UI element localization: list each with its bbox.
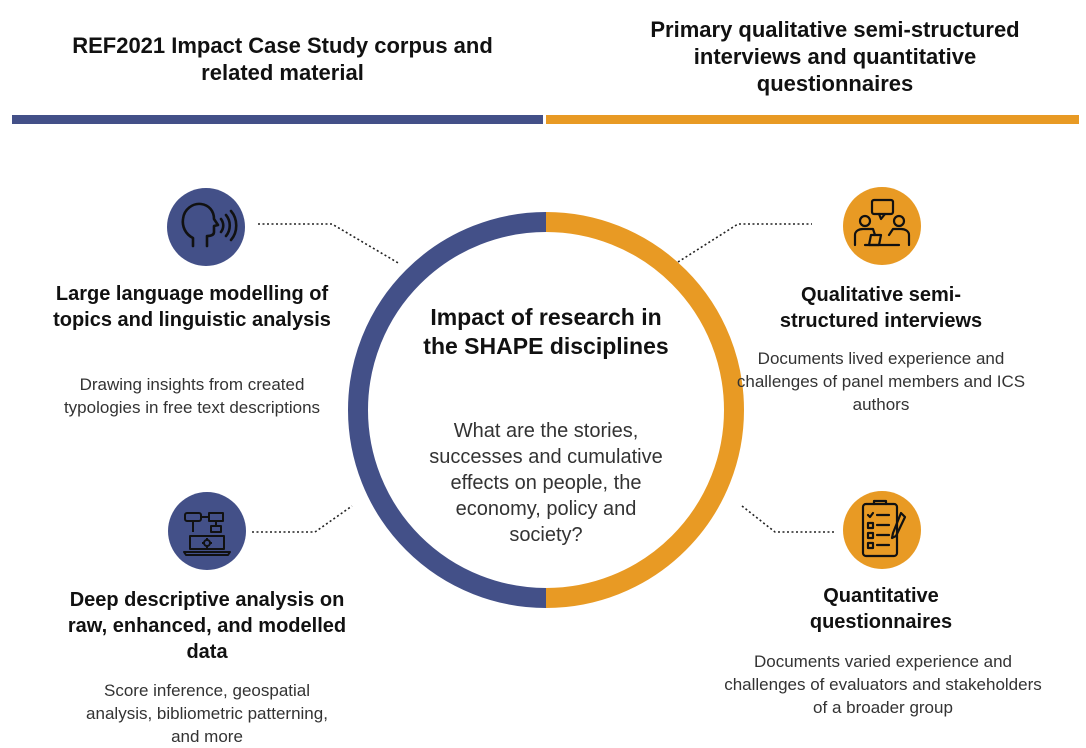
center-description: What are the stories, successes and cumu… [429, 420, 663, 546]
center-title: Impact of research in the SHAPE discipli… [423, 304, 669, 359]
item-description-descriptive-analysis: Score inference, geospatial analysis, bi… [86, 681, 328, 746]
item-title-language-modelling: Large language modelling of topics and l… [53, 283, 331, 331]
item-title-interviews: Qualitative semi-structured interviews [779, 284, 983, 332]
center-ring-left [348, 212, 547, 608]
connector-top-left [258, 223, 401, 265]
data-flow-laptop-icon [168, 492, 246, 570]
item-description-questionnaires: Documents varied experience and challeng… [724, 652, 1042, 717]
item-title-questionnaires: Quantitative questionnaires [809, 585, 953, 633]
item-description-language-modelling: Drawing insights from created typologies… [63, 375, 321, 417]
connector-bottom-right [741, 505, 834, 533]
header-right-bar [546, 115, 1079, 124]
header-right-title: Primary qualitative semi-structured inte… [650, 17, 1020, 96]
connector-top-right [677, 223, 812, 263]
center-ring-right [545, 212, 744, 608]
header-left-title: REF2021 Impact Case Study corpus and rel… [72, 33, 493, 85]
header-left-bar [12, 115, 543, 124]
item-title-descriptive-analysis: Deep descriptive analysis on raw, enhanc… [67, 589, 347, 663]
connector-bottom-left [252, 505, 353, 533]
item-description-interviews: Documents lived experience and challenge… [736, 349, 1026, 414]
checklist-clipboard-icon [843, 491, 921, 569]
speaking-head-icon [167, 188, 245, 266]
interview-people-icon [843, 187, 921, 265]
